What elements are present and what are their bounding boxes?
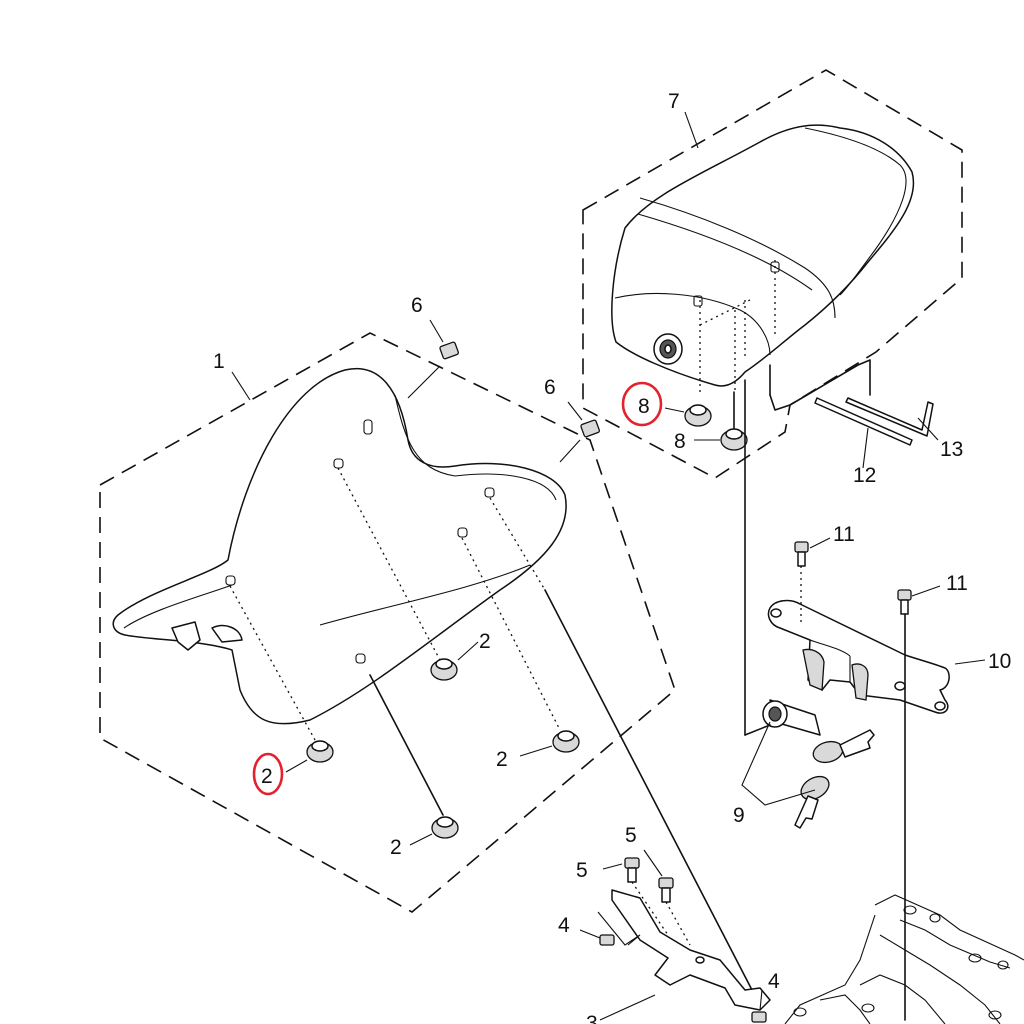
callout-4-a: 4 (558, 914, 570, 937)
callout-2-a: 2 (479, 630, 491, 653)
passenger-seat-boundary (582, 69, 963, 479)
highlight-circle-2 (252, 752, 284, 796)
callout-4-b: 4 (768, 970, 780, 993)
frame-section (784, 894, 1024, 1024)
damper-2-a[interactable] (430, 658, 458, 681)
callout-6-b: 6 (544, 376, 556, 399)
bolt-5-b[interactable] (643, 849, 691, 946)
callout-7: 7 (668, 90, 680, 113)
passenger-seat-lock[interactable] (653, 333, 683, 365)
passenger-seat-band (637, 127, 907, 296)
callout-2-c: 2 (261, 765, 273, 788)
bolt-11-a[interactable] (794, 537, 831, 625)
rider-seat[interactable] (112, 367, 567, 725)
highlight-circle-8 (621, 381, 663, 427)
callout-10: 10 (988, 650, 1011, 673)
clip-6-a[interactable] (407, 319, 459, 399)
seat-bracket-3[interactable] (597, 889, 771, 1021)
rider-seat-front-lip (123, 584, 233, 629)
callout-8-a: 8 (638, 395, 650, 418)
passenger-seat-top (639, 197, 836, 319)
callout-13: 13 (940, 438, 963, 461)
callout-3: 3 (586, 1012, 598, 1024)
rider-seat-hook (171, 621, 201, 651)
callout-9: 9 (733, 804, 745, 827)
key-9-a[interactable] (811, 729, 875, 766)
callout-2-b: 2 (496, 748, 508, 771)
clip-6-b[interactable] (559, 401, 600, 463)
leader-9 (741, 721, 816, 806)
callout-11-b: 11 (946, 572, 968, 595)
callout-labels: 1 2 2 2 2 3 4 4 5 5 6 6 7 8 8 9 10 11 11… (213, 90, 1011, 1024)
callout-5-a: 5 (576, 859, 588, 882)
rider-seat-mount-marks (225, 419, 495, 664)
damper-8-a[interactable] (684, 404, 712, 427)
callout-1: 1 (213, 350, 225, 373)
damper-8-b[interactable] (720, 428, 748, 451)
damper-2-b[interactable] (552, 730, 580, 753)
seat-lock-bracket-10[interactable] (767, 599, 986, 714)
passenger-seat-group (582, 69, 963, 736)
callout-8-b: 8 (674, 430, 686, 453)
callout-2-d: 2 (390, 836, 402, 859)
tool-13[interactable] (845, 397, 939, 441)
damper-2-d[interactable] (431, 816, 459, 839)
bolt-11-b[interactable] (897, 585, 941, 1021)
key-9-b[interactable] (794, 772, 833, 829)
bolt-4-b[interactable] (751, 989, 767, 1023)
seat-lock-cylinder-9[interactable] (744, 699, 821, 736)
rider-seat-tab (211, 624, 243, 643)
rider-seat-group (99, 332, 753, 991)
damper-2-c[interactable] (306, 740, 334, 763)
callout-5-b: 5 (625, 824, 637, 847)
bolt-5-a[interactable] (602, 857, 669, 936)
callout-12: 12 (853, 464, 876, 487)
callout-6-a: 6 (411, 294, 423, 317)
bolt-4-a[interactable] (579, 929, 615, 946)
rider-seat-edge (394, 394, 557, 501)
passenger-seat-base-line (614, 293, 771, 356)
rider-seat-boundary (99, 332, 676, 913)
callout-11-a: 11 (833, 523, 855, 546)
rider-seat-seam (319, 564, 531, 626)
tool-12[interactable] (814, 397, 913, 469)
